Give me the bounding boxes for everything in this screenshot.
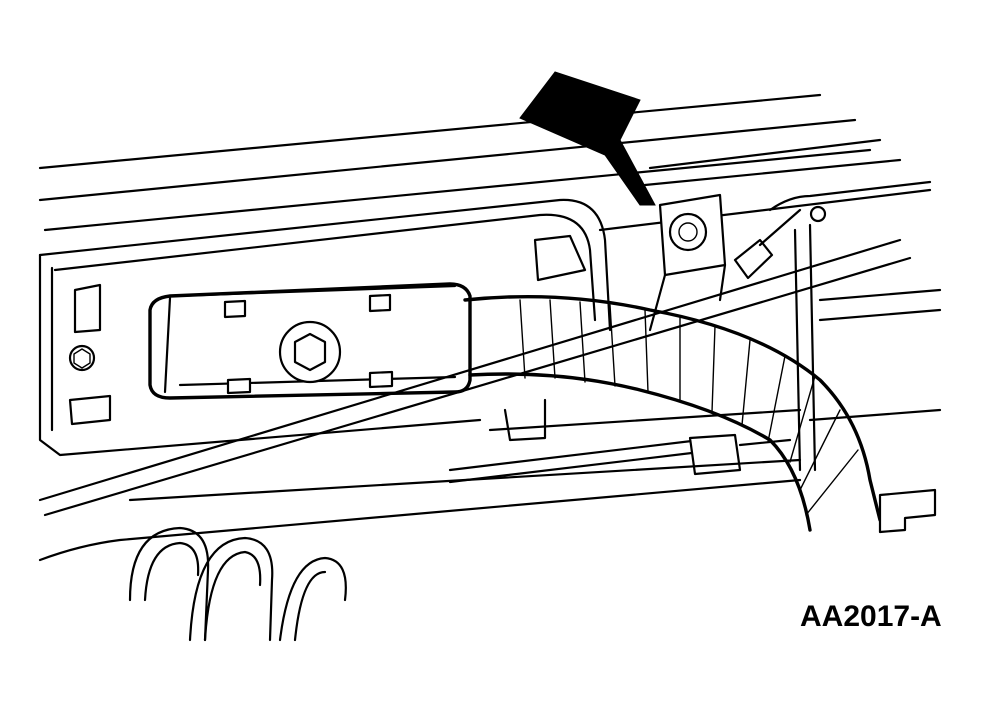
bracket-connector (733, 208, 802, 280)
bottom-openings (128, 526, 347, 642)
module-hex-bolt (278, 320, 342, 384)
upper-panel-lines (38, 93, 932, 232)
wiring-harness (463, 294, 882, 532)
harness-bracket (648, 193, 727, 332)
module-body (148, 282, 472, 400)
harness-end-clip (878, 488, 937, 534)
pointer-arrow (519, 71, 656, 206)
diagonal-rod (38, 238, 912, 517)
housing-outline (38, 198, 612, 457)
lower-panel-lines (38, 398, 802, 562)
lower-cable (448, 433, 792, 484)
left-nut (68, 344, 96, 372)
figure-reference-code: AA2017-A (800, 600, 942, 633)
